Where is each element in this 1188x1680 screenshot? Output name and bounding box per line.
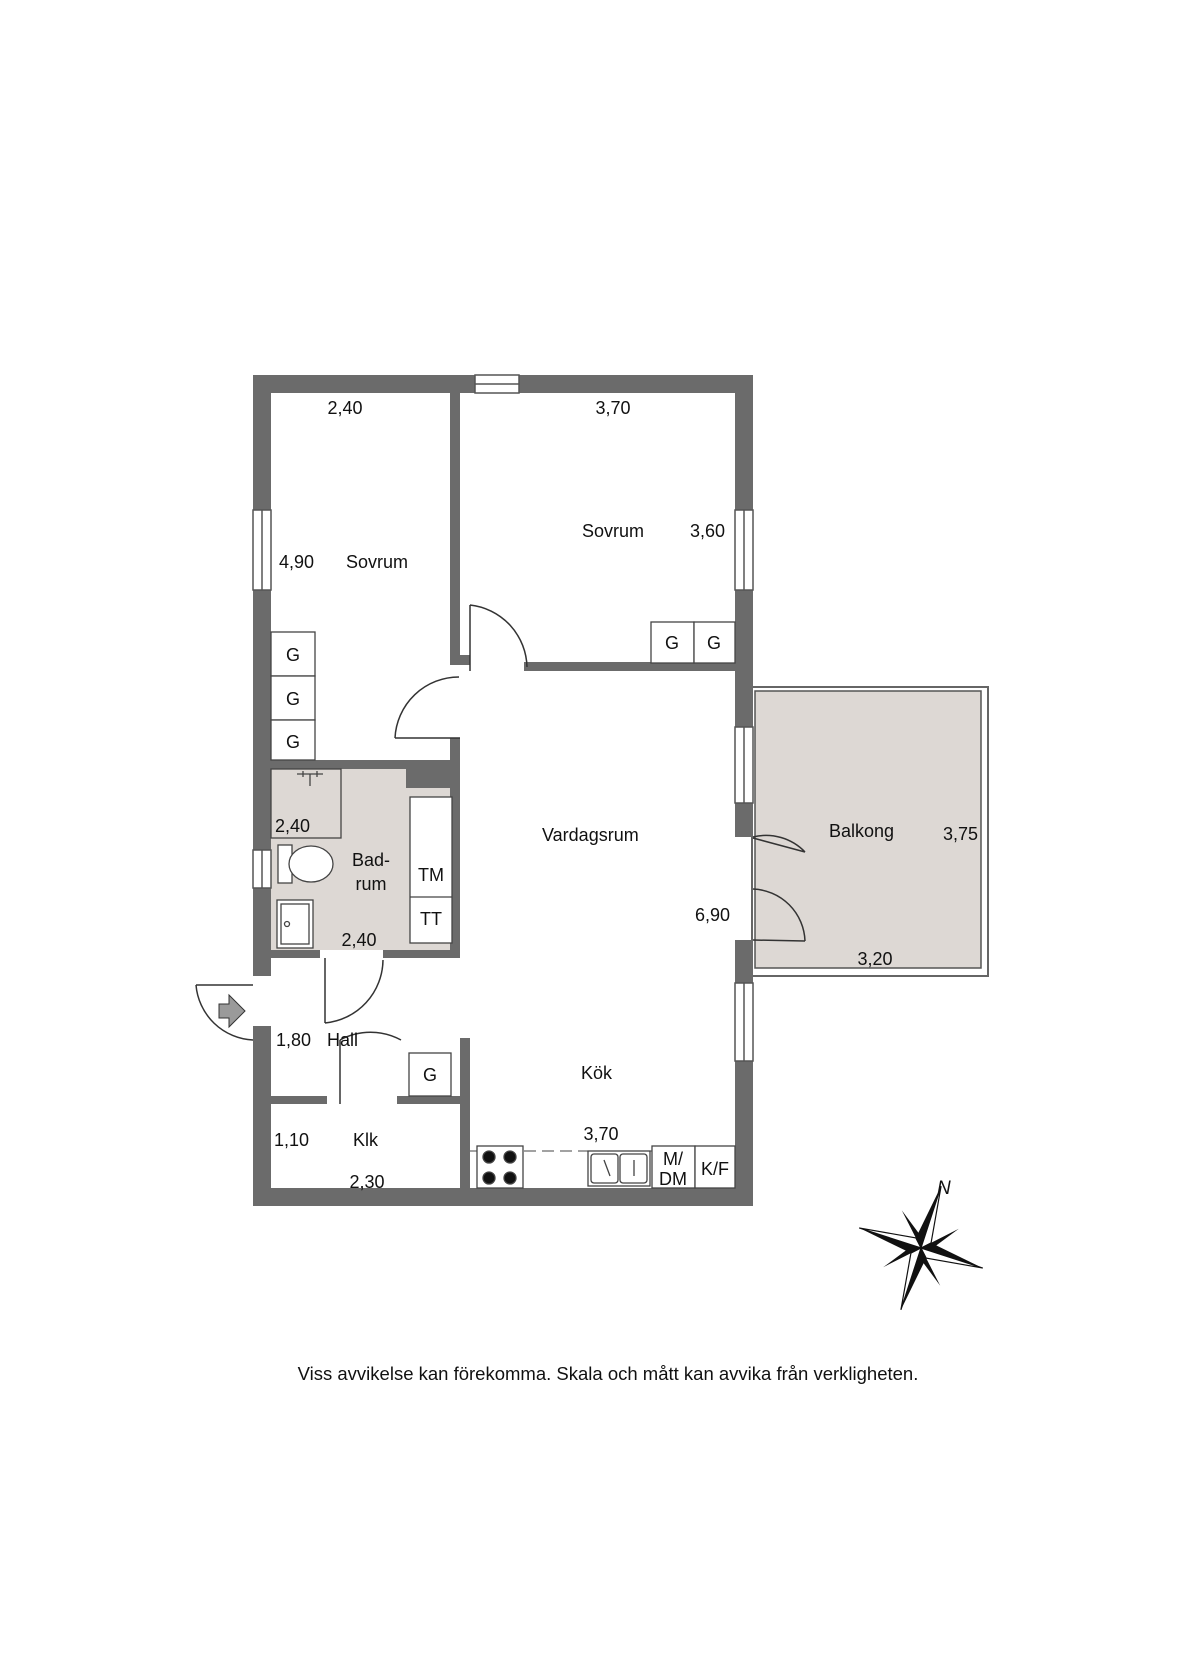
kitchen-counter — [470, 1145, 736, 1189]
windows — [252, 374, 754, 1062]
bathroom-width: 2,40 — [341, 930, 376, 950]
laundry-area — [409, 796, 453, 944]
compass-rose-icon — [858, 1185, 984, 1311]
toilet-bowl — [288, 845, 334, 883]
living-room-name: Vardagsrum — [542, 825, 639, 845]
bedroom-2-name: Sovrum — [582, 521, 644, 541]
hall-depth: 1,80 — [276, 1030, 311, 1050]
hall-name: Hall — [327, 1030, 358, 1050]
wardrobe-label: G — [286, 732, 300, 752]
balcony — [751, 686, 989, 977]
balcony-width: 3,20 — [857, 949, 892, 969]
kitchen-name: Kök — [581, 1063, 613, 1083]
living-room-depth: 6,90 — [695, 905, 730, 925]
exterior-walls — [253, 375, 753, 1206]
bedroom-1-width: 2,40 — [327, 398, 362, 418]
wardrobe-label: G — [423, 1065, 437, 1085]
bathroom-name-line-1: Bad- — [352, 850, 390, 870]
bedroom-1-name: Sovrum — [346, 552, 408, 572]
washer-label: TM — [418, 865, 444, 885]
kitchen-sink — [587, 1150, 651, 1187]
closet-depth: 1,10 — [274, 1130, 309, 1150]
door-bathroom — [324, 958, 384, 1024]
doors — [195, 604, 806, 1104]
bathroom-fixtures — [270, 768, 453, 949]
fixture-labels: G G G G G G TM TT M/ DM K/F — [286, 633, 729, 1189]
wardrobes — [270, 621, 736, 1097]
wardrobe-label: G — [286, 645, 300, 665]
bedroom-2-width: 3,70 — [595, 398, 630, 418]
compass-north-label: N — [937, 1178, 951, 1199]
shower-head-icon — [297, 771, 323, 786]
dishwasher-label-line-2: DM — [659, 1169, 687, 1189]
dryer-label: TT — [420, 909, 442, 929]
kitchen-width: 3,70 — [583, 1124, 618, 1144]
bathroom-name-line-2: rum — [356, 874, 387, 894]
door-entrance — [195, 984, 254, 1041]
washbasin — [276, 899, 314, 949]
entrance-arrow-icon — [218, 993, 246, 1029]
door-bedroom-1 — [394, 676, 460, 739]
disclaimer: Viss avvikelse kan förekomma. Skala och … — [298, 1363, 919, 1384]
door-bedroom-2 — [469, 604, 528, 671]
closet-name: Klk — [353, 1130, 379, 1150]
balcony-depth: 3,75 — [943, 824, 978, 844]
door-closet — [339, 1031, 402, 1104]
wardrobe-label: G — [707, 633, 721, 653]
interior-walls — [271, 393, 735, 1188]
door-balcony — [752, 834, 806, 942]
room-labels: 2,40 4,90 Sovrum 3,70 Sovrum 3,60 Vardag… — [274, 398, 978, 1192]
balcony-name: Balkong — [829, 821, 894, 841]
bathroom-depth: 2,40 — [275, 816, 310, 836]
fridge-freezer — [694, 1145, 736, 1189]
closet-width: 2,30 — [349, 1172, 384, 1192]
dishwasher-label-line-1: M/ — [663, 1149, 683, 1169]
bedroom-1-depth: 4,90 — [279, 552, 314, 572]
shower-area — [270, 768, 342, 839]
fridge-freezer-label: K/F — [701, 1159, 729, 1179]
bedroom-2-depth: 3,60 — [690, 521, 725, 541]
wardrobe-label: G — [665, 633, 679, 653]
dishwasher — [651, 1145, 696, 1189]
wardrobe-label: G — [286, 689, 300, 709]
